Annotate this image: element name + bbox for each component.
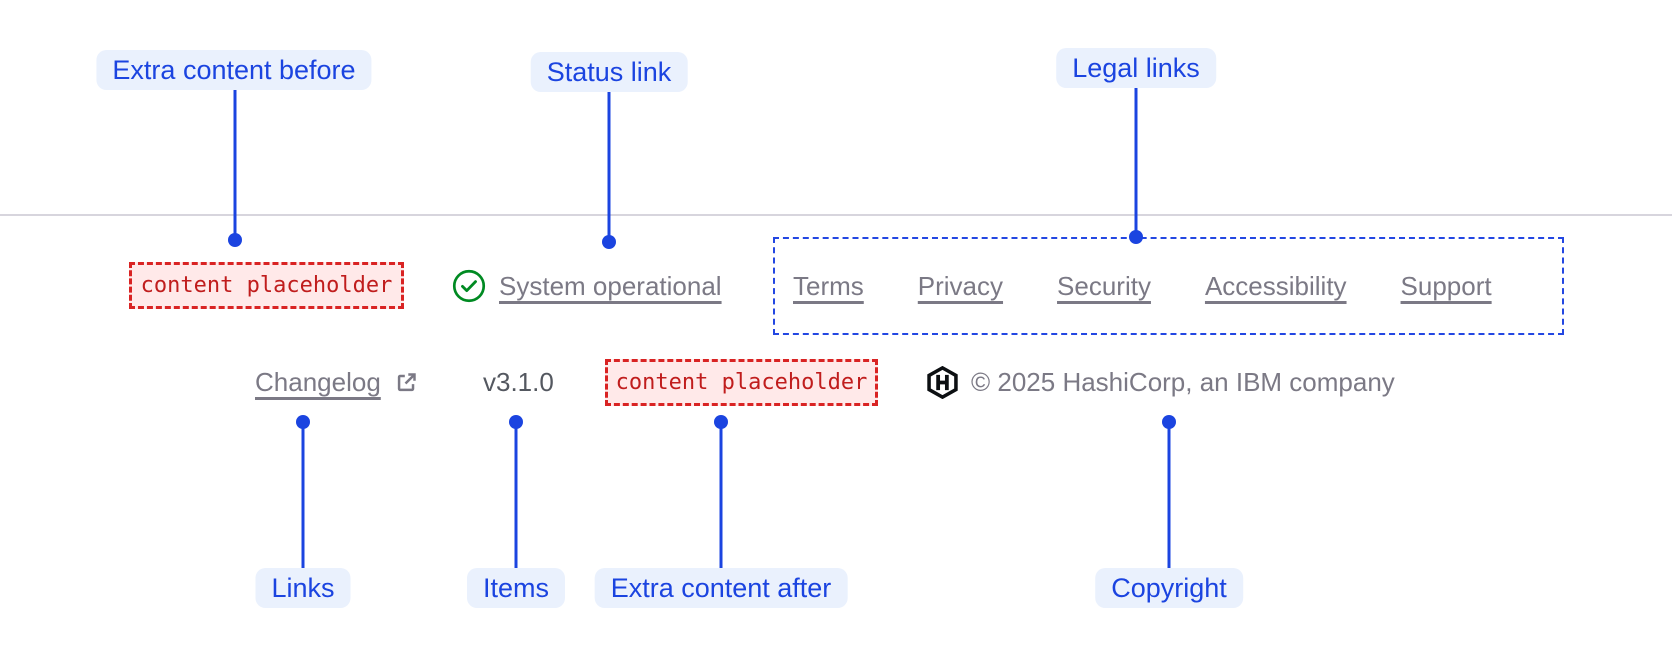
changelog-link-group[interactable]: Changelog bbox=[255, 357, 420, 407]
annotation-items: Items bbox=[466, 568, 566, 608]
annotation-status-link: Status link bbox=[530, 52, 688, 92]
legal-links-region: Terms Privacy Security Accessibility Sup… bbox=[773, 237, 1564, 335]
connector-dot-links bbox=[296, 415, 310, 429]
check-circle-icon bbox=[452, 269, 486, 303]
external-link-icon bbox=[393, 369, 420, 396]
connector-line-extra-before bbox=[233, 90, 237, 240]
legal-link-support[interactable]: Support bbox=[1400, 270, 1492, 301]
connector-line-links bbox=[301, 422, 305, 568]
connector-line-items bbox=[514, 422, 518, 568]
version-text: v3.1.0 bbox=[483, 366, 554, 397]
legal-link-terms[interactable]: Terms bbox=[793, 270, 864, 301]
connector-dot-status bbox=[602, 235, 616, 249]
annotation-extra-content-after: Extra content after bbox=[594, 568, 848, 608]
changelog-link[interactable]: Changelog bbox=[255, 366, 381, 397]
annotation-legal-links: Legal links bbox=[1056, 48, 1216, 88]
status-link[interactable]: System operational bbox=[499, 270, 722, 301]
legal-link-security[interactable]: Security bbox=[1057, 270, 1151, 301]
placeholder-text: content placeholder bbox=[140, 273, 393, 298]
connector-dot-extra-before bbox=[228, 233, 242, 247]
annotation-extra-content-before: Extra content before bbox=[96, 50, 372, 90]
connector-line-extra-after bbox=[719, 422, 723, 568]
legal-link-privacy[interactable]: Privacy bbox=[917, 270, 1004, 301]
placeholder-text: content placeholder bbox=[615, 370, 868, 395]
connector-line-status bbox=[607, 92, 611, 242]
copyright-section: © 2025 HashiCorp, an IBM company bbox=[927, 357, 1395, 407]
hashicorp-logo-icon bbox=[927, 365, 958, 399]
extra-content-before-placeholder: content placeholder bbox=[129, 262, 404, 309]
copyright-text: © 2025 HashiCorp, an IBM company bbox=[971, 366, 1395, 397]
annotation-links: Links bbox=[255, 568, 351, 608]
extra-content-after-placeholder: content placeholder bbox=[605, 359, 878, 406]
connector-dot-extra-after bbox=[714, 415, 728, 429]
footer-top-divider bbox=[0, 214, 1672, 216]
connector-dot-legal bbox=[1129, 230, 1143, 244]
legal-link-accessibility[interactable]: Accessibility bbox=[1204, 270, 1347, 301]
status-link-section: System operational bbox=[452, 262, 722, 310]
connector-dot-copyright bbox=[1162, 415, 1176, 429]
annotation-copyright: Copyright bbox=[1095, 568, 1243, 608]
connector-line-copyright bbox=[1167, 422, 1171, 568]
connector-dot-items bbox=[509, 415, 523, 429]
connector-line-legal bbox=[1134, 85, 1138, 237]
